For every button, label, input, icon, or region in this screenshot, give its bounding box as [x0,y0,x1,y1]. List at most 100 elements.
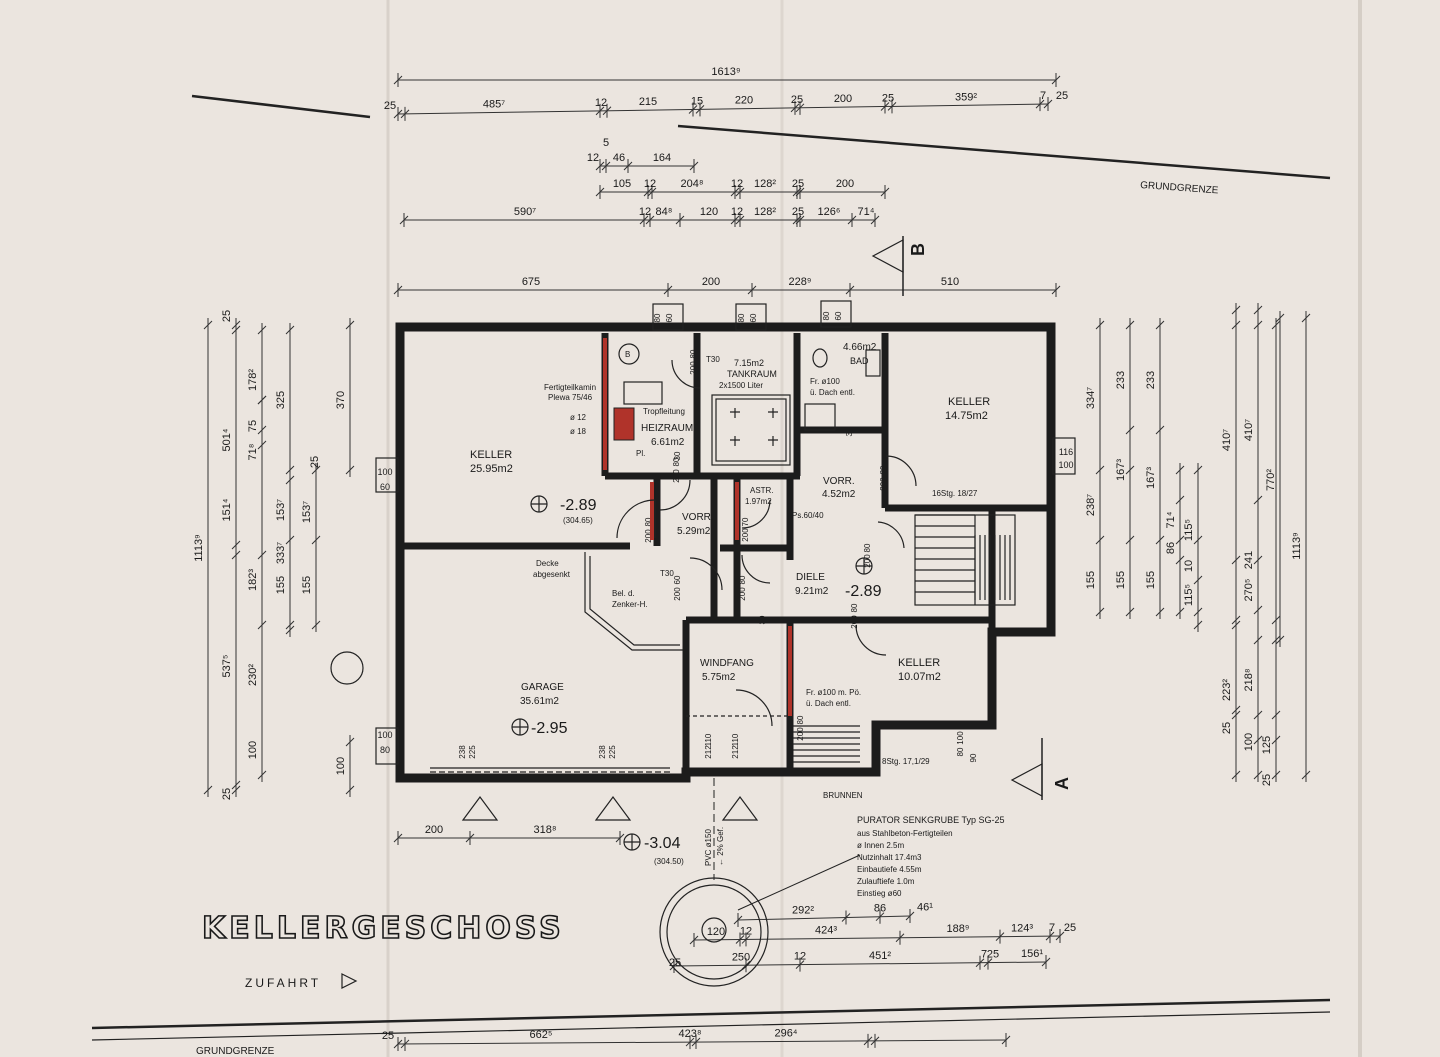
dim-left-col2-label: 230² [247,664,259,686]
dim-bottom-row5-tick [691,1035,701,1050]
dim-left-col1-tick [231,548,241,562]
dim-top-row1-label: 25 [791,94,803,106]
note-tropfleitung: Tropfleitung [643,407,685,416]
dim-right-total-label: 1113⁹ [1291,532,1303,560]
dim-top-row3-label: 204⁸ [681,178,704,190]
dim-left-misc-label: 100 [335,757,347,775]
dim-right-col2c-label: 86 [1165,542,1177,554]
tank-markers [730,408,778,446]
dim-top-row2-label: 12 [587,152,599,164]
dim-right-col2b-label: 233 [1145,371,1157,389]
dim-top-row5-label: 200 [702,276,720,288]
room-diele-area: 9.21m2 [795,586,829,597]
dim-bottom-row1-tick [393,831,403,845]
dim-bottom-row2-tick [841,910,851,925]
dim-left-col5-tick [345,463,355,477]
dim-bottom-row3-label: 120 [707,926,725,938]
plan-title: KELLERGESCHOSS [202,911,565,946]
dim-top-total-label: 1613⁹ [711,66,740,78]
dim-top-row4-tick [645,213,655,227]
dim-bottom-row4-tick [741,958,751,973]
door-width-label: 110 [731,733,740,746]
dim-top-row3-tick [647,185,657,199]
dim-right-col2c-label: 71⁴ [1165,511,1177,528]
dim-top-row1-tick [880,99,890,114]
dim-right-col2b-tick [1155,605,1165,619]
property-boundary-top-right [677,124,1331,180]
dim-bottom-row2-tick [905,909,915,923]
dim-right-total-tick [1301,311,1311,325]
outer-walls [395,322,1056,783]
tank-inner [715,398,787,462]
note-bad-vent-1: Fr. ø100 [810,377,840,386]
dim-bottom-row4-label: 12 [794,951,806,963]
dim-bottom-row1-label: 318⁸ [534,824,557,836]
dim-left-total-tick [203,783,213,797]
room-vorr2-name: VORR. [823,476,855,487]
dim-right-col4-tick [1253,603,1263,617]
dim-bottom-row4-tick [983,955,993,970]
dim-top-row4-label: 84⁸ [656,206,673,218]
dim-bottom-row4-tick [669,959,679,973]
dim-top-row3-label: 128² [754,178,776,190]
tree-symbol [330,651,364,685]
dim-left-total-tick [203,318,213,332]
dim-right-col4-label: 218⁸ [1243,669,1255,692]
side-windows [375,437,1076,765]
dim-bottom-row3-tick [735,932,745,947]
room-heizraum-area: 6.61m2 [651,437,685,448]
dim-bottom-row4-label: 7 [981,949,987,961]
dim-top-row4-tick [730,213,740,227]
dim-right-col2c-tick [1175,605,1185,619]
note-decke-2: abgesenkt [533,570,571,579]
door-width-label: 80 [737,313,746,322]
dim-right-col5-tick [1275,311,1285,325]
dim-left-col3b-label: 333⁷ [275,542,287,564]
dim-top-row1-tick [688,102,698,117]
note-gef: ← 2% Gef. [716,827,725,866]
dim-top-row2-tick [689,159,699,173]
dim-left-col3b-tick [285,618,295,632]
door-width-label: 212 [731,745,740,759]
room-heizraum-name: HEIZRAUM [641,423,693,434]
view-triangles [461,795,759,821]
door-width-label: 60 [665,313,674,322]
note-ps: Ps.60/40 [792,511,824,520]
dim-left-misc-label: 80 [380,745,390,755]
dim-left-col4b-tick [311,533,321,547]
door-width-label: 70 [741,517,750,526]
door-width-label: 200 [863,554,872,568]
note-senkgrube-line: ø Innen 2.5m [857,841,904,850]
dim-right-col3b-tick [1231,618,1241,632]
door-width-label: 200 [673,587,682,601]
door-width-label: 80 [653,313,662,322]
room-keller-se-name: KELLER [898,657,940,669]
dim-right-col4-tick [1253,553,1263,567]
dim-bottom-row4-label: 156¹ [1021,948,1043,960]
door-width-label: 238 [598,745,607,759]
tank [711,394,791,466]
dim-top-row3-tick [730,185,740,199]
dim-bottom-row5-label: 423⁸ [679,1028,702,1040]
door-width-label: 60 [749,313,758,322]
dim-top-row1-line [397,103,1049,115]
dim-top-row1-label: 12 [595,97,607,109]
dim-bottom-row4-tick [975,955,985,970]
dim-top-row4-tick [870,213,880,227]
dim-left-misc-tick [345,735,355,749]
dim-top-row4-tick [847,213,857,227]
dim-right-col3b-label: 223² [1221,679,1233,701]
room-keller-big-name: KELLER [470,449,512,461]
section-b-label: B [908,243,928,256]
door-width-label: 60 [673,575,682,584]
dim-left-col2-label: 182³ [247,569,259,591]
dim-left-col2-tick [257,548,267,562]
dim-left-col2-label: 178² [247,369,259,391]
dim-right-col1-label: 334⁷ [1085,387,1097,409]
dim-top-row1-tick [400,106,410,121]
dim-right-col3-label: 115⁵ [1183,519,1195,541]
note-stairs-8: 8Stg. 17,1/29 [882,757,930,766]
dim-right-col3b-label: 25 [1221,722,1233,734]
dim-right-col4-tick [1253,303,1263,317]
door-width-label: 100 [956,731,965,745]
